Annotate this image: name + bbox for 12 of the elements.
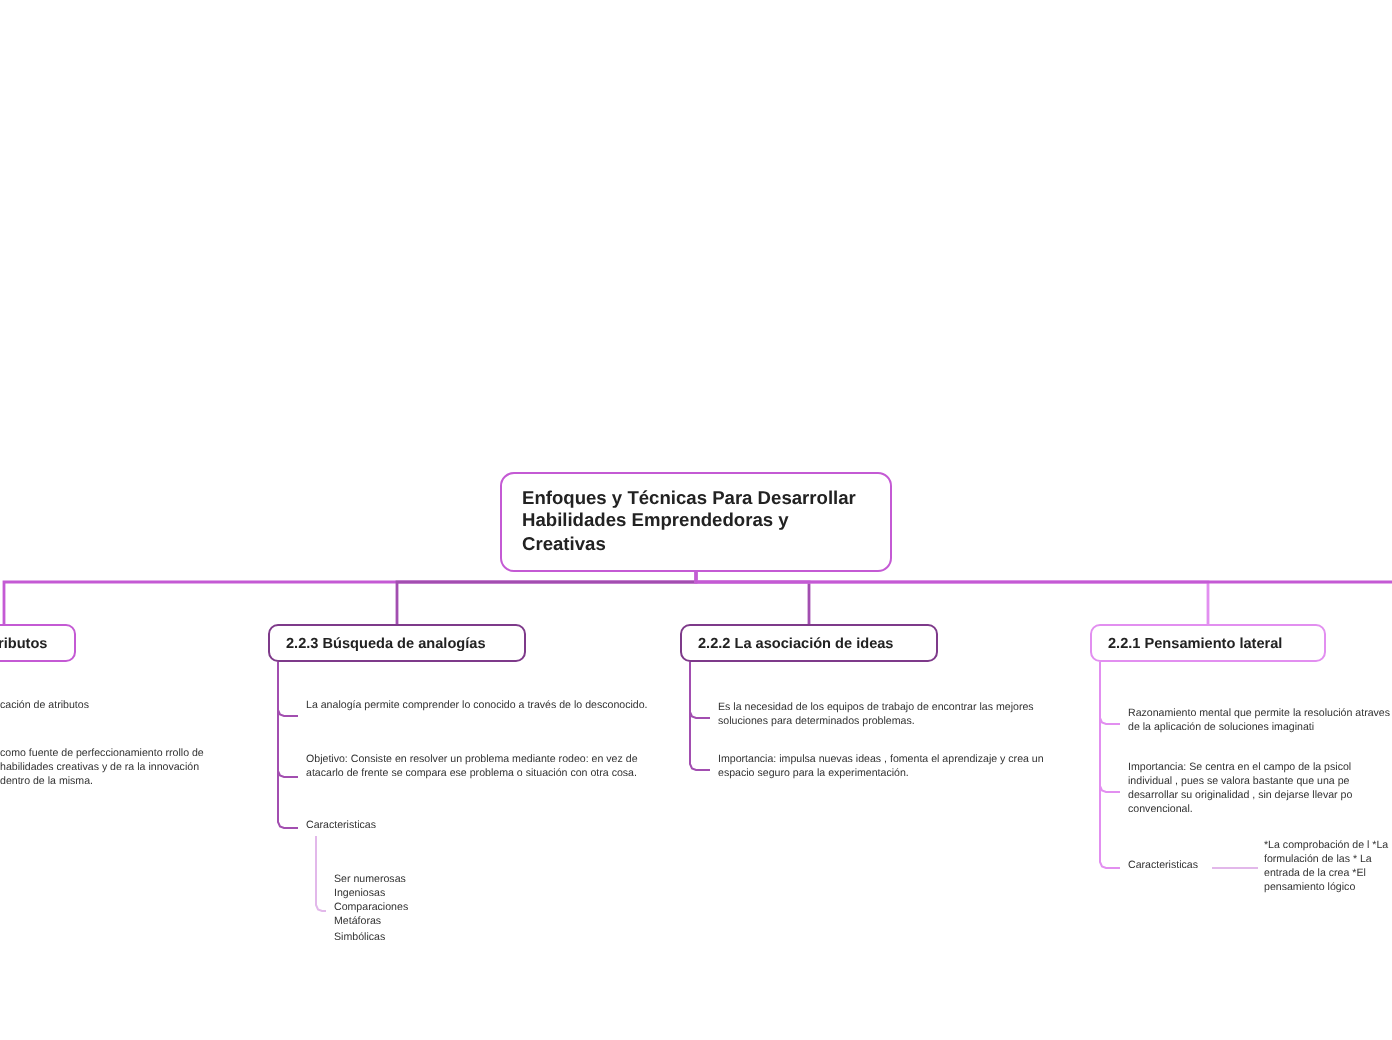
title-box [500, 472, 892, 572]
topic-box [0, 624, 76, 662]
topic-box [1090, 624, 1326, 662]
topic-box [680, 624, 938, 662]
topic-label: Enfoques y Técnicas Para Desarrollar Habilidades Emprendedoras y Creativas [522, 487, 858, 557]
connector-line [315, 835, 327, 912]
topic-box [268, 624, 526, 662]
connector-line [1211, 867, 1259, 869]
connector-line [277, 661, 299, 829]
connector-line [694, 572, 1392, 584]
connector-line [689, 661, 711, 771]
connector-line [1099, 661, 1121, 869]
